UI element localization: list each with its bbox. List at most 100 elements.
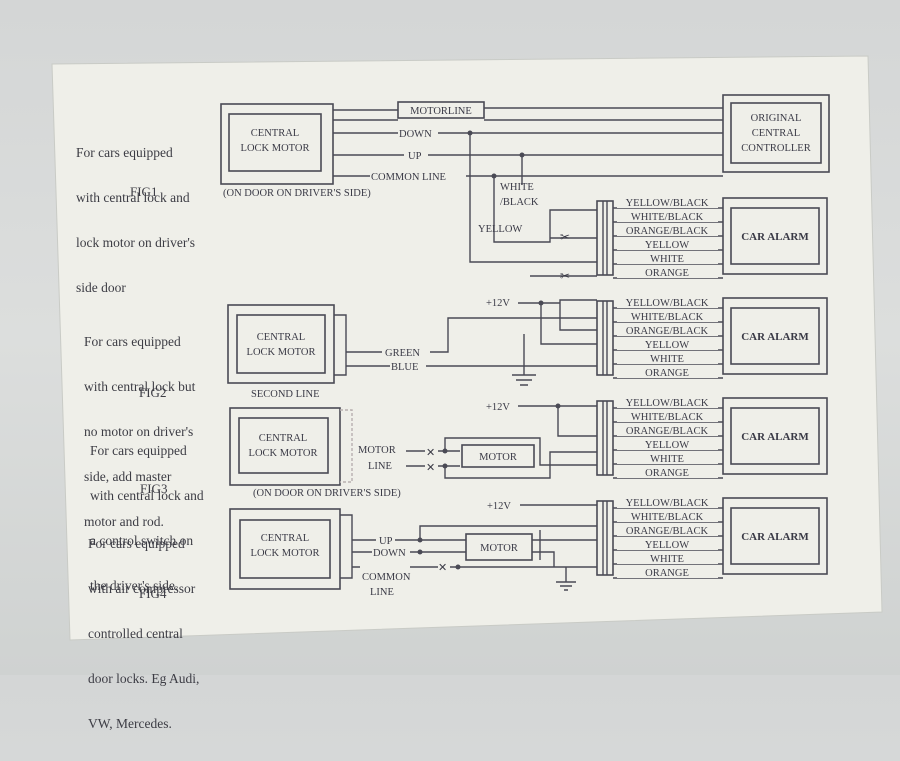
alarm-wire-label: ORANGE <box>645 468 689 479</box>
car-alarm-label: CAR ALARM <box>741 331 809 343</box>
fig1-lock-motor-line2: LOCK MOTOR <box>241 143 310 154</box>
fig3-lock-motor-line1: CENTRAL <box>259 433 307 444</box>
fig4-note-line: For cars equipped <box>88 536 185 551</box>
alarm-wire-label: WHITE/BLACK <box>631 412 704 423</box>
fig1-wire-common-line: COMMON LINE <box>371 172 446 183</box>
fig1-note-line: with central lock and <box>76 190 190 205</box>
fig3-note-line: a control switch on <box>90 533 194 548</box>
alarm-wire-label: WHITE/BLACK <box>631 512 704 523</box>
fig1-wire-up: UP <box>408 151 422 162</box>
alarm-wire-label: YELLOW/BLACK <box>626 298 709 309</box>
fig4-lock-motor-line2: LOCK MOTOR <box>251 548 320 559</box>
fig2-plus12: +12V <box>486 298 510 309</box>
alarm-wire-label: ORANGE/BLACK <box>626 526 709 537</box>
fig1-diagram: CENTRAL LOCK MOTOR (ON DOOR ON DRIVER'S … <box>220 94 830 283</box>
alarm-wire-label: ORANGE <box>645 268 689 279</box>
fig4-wire-common: COMMON <box>362 572 411 583</box>
fig3-note-line: For cars equipped <box>90 443 187 458</box>
fig3-motor-line-1: MOTOR <box>358 445 396 456</box>
car-alarm-box-outer <box>722 197 828 275</box>
alarm-wire-label: ORANGE/BLACK <box>626 226 709 237</box>
fig4-diagram: CENTRAL LOCK MOTOR UP DOWN COMMON LINE ✕… <box>229 501 597 598</box>
fig2-caption: FIG2 <box>139 385 167 400</box>
svg-text:✕: ✕ <box>426 447 435 459</box>
fig2-wire-blue: BLUE <box>391 362 418 373</box>
alarm-wire-label: WHITE <box>650 554 684 565</box>
alarm-wire-label: WHITE <box>650 354 684 365</box>
fig4-lock-motor-box-inner <box>239 519 331 579</box>
fig3-lock-motor-box-inner <box>238 417 329 474</box>
alarm-wire-label: WHITE <box>650 454 684 465</box>
fig4-note-line: VW, Mercedes. <box>88 716 172 731</box>
fig2-note-line: For cars equipped <box>84 334 181 349</box>
instruction-card: CENTRAL LOCK MOTOR (ON DOOR ON DRIVER'S … <box>51 55 883 731</box>
fig1-controller-box-inner <box>730 102 822 164</box>
fig3-note-line: the driver's side. <box>90 578 179 593</box>
fig2-note-line: side, add master <box>84 469 172 484</box>
fig3-door-note: (ON DOOR ON DRIVER'S SIDE) <box>253 488 401 499</box>
alarm-wire-label: YELLOW <box>645 340 689 351</box>
fig3-diagram: CENTRAL LOCK MOTOR MOTOR LINE (ON DOOR O… <box>229 402 597 499</box>
fig3-caption: FIG3 <box>140 481 168 496</box>
fig1-lock-motor-line1: CENTRAL <box>251 128 299 139</box>
alarm-wire-label: ORANGE/BLACK <box>626 326 709 337</box>
alarm-connector <box>596 400 614 476</box>
fig3-plus12: +12V <box>486 402 510 413</box>
car-alarm-label: CAR ALARM <box>741 531 809 543</box>
fig1-caption: FIG1 <box>130 184 158 199</box>
fig1-door-note: (ON DOOR ON DRIVER'S SIDE) <box>223 188 371 199</box>
fig4-note-line: door locks. Eg Audi, <box>88 671 200 686</box>
wiring-diagram: CENTRAL LOCK MOTOR (ON DOOR ON DRIVER'S … <box>51 55 883 641</box>
alarm-connector <box>596 200 614 276</box>
fig2-note-line: with central lock but <box>84 379 196 394</box>
alarm-wire-label: YELLOW <box>645 440 689 451</box>
car-alarm-box-outer <box>722 497 828 575</box>
car-alarm-box-outer <box>722 297 828 375</box>
fig1-controller-line1: ORIGINAL <box>751 113 802 124</box>
car-alarm-box-outer <box>722 397 828 475</box>
fig1-wire-down: DOWN <box>399 129 432 140</box>
svg-text:✂: ✂ <box>560 230 570 244</box>
alarm-wire-label: ORANGE <box>645 368 689 379</box>
car-alarm-label: CAR ALARM <box>741 231 809 243</box>
svg-text:✕: ✕ <box>438 562 447 574</box>
alarm-wire-label: YELLOW <box>645 540 689 551</box>
fig2-note: For cars equipped with central lock but … <box>84 304 195 559</box>
alarm-wire-label: YELLOW/BLACK <box>626 398 709 409</box>
fig4-motor-box <box>465 533 533 561</box>
alarm-wire-label: ORANGE <box>645 568 689 579</box>
fig1-note-line: lock motor on driver's <box>76 235 196 250</box>
fig4-motor: MOTOR <box>480 543 518 554</box>
fig2-second-line: SECOND LINE <box>251 389 320 400</box>
fig4-wire-up: UP <box>379 536 393 547</box>
fig1-note: For cars equipped with central lock and … <box>76 115 195 325</box>
alarm-wire-label: WHITE/BLACK <box>631 212 704 223</box>
alarm-wire-label: YELLOW <box>645 240 689 251</box>
alarm-connector <box>596 500 614 576</box>
fig4-note: For cars equipped with air compressor co… <box>88 506 199 761</box>
car-alarm-box-inner <box>730 407 820 465</box>
svg-text:✕: ✕ <box>426 462 435 474</box>
alarm-group-4: YELLOW/BLACK WHITE/BLACK ORANGE/BLACK YELLO… <box>596 497 828 579</box>
alarm-wire-label: YELLOW/BLACK <box>626 198 709 209</box>
car-alarm-box-inner <box>730 207 820 265</box>
car-alarm-box-inner <box>730 507 820 565</box>
fig1-white-black-2: /BLACK <box>500 197 539 208</box>
svg-text:✂: ✂ <box>560 269 570 283</box>
fig1-wire-motorline: MOTORLINE <box>410 106 472 117</box>
fig3-note-line: with central lock and <box>90 488 204 503</box>
fig2-lock-motor-line1: CENTRAL <box>257 332 305 343</box>
fig2-note-line: motor and rod. <box>84 514 164 529</box>
fig4-lock-motor-line1: CENTRAL <box>261 533 309 544</box>
fig1-yellow: YELLOW <box>478 224 522 235</box>
fig1-motorline-box <box>397 101 485 119</box>
fig4-caption: FIG4 <box>139 586 167 601</box>
alarm-wire-label: ORANGE/BLACK <box>626 426 709 437</box>
alarm-wire-label: YELLOW/BLACK <box>626 498 709 509</box>
fig1-note-line: For cars equipped <box>76 145 173 160</box>
fig3-motor-box <box>461 444 535 468</box>
fig2-lock-motor-box-inner <box>236 314 326 374</box>
fig2-diagram: CENTRAL LOCK MOTOR SECOND LINE GREEN BLU… <box>227 298 597 400</box>
fig3-lock-motor-line2: LOCK MOTOR <box>249 448 318 459</box>
fig2-lock-motor-box-outer <box>227 304 335 384</box>
